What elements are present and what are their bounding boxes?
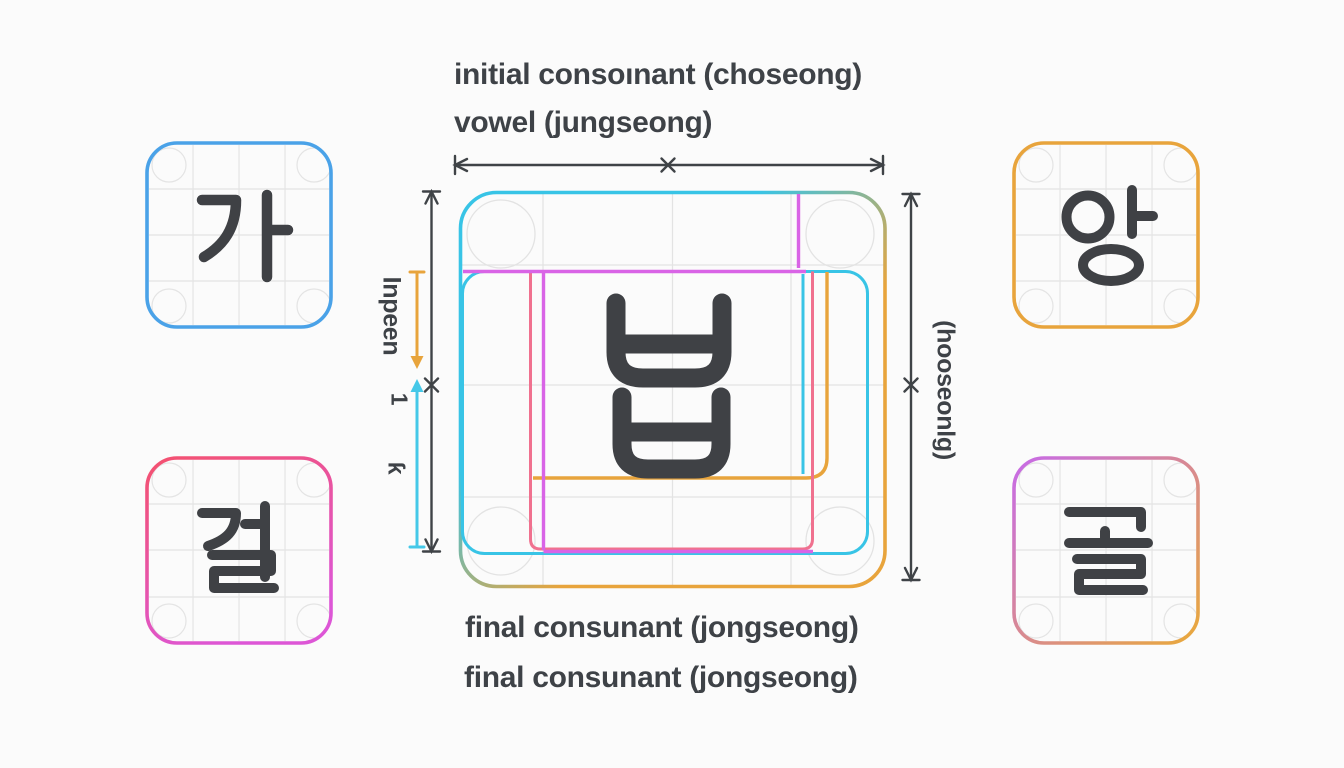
left-tick-label-2: ƙ bbox=[383, 461, 410, 475]
guide-circle bbox=[805, 199, 875, 269]
arrow-cross-mark bbox=[903, 377, 919, 393]
guide-circle bbox=[466, 506, 536, 576]
guide-circle bbox=[805, 506, 875, 576]
example-block-top-right bbox=[1012, 141, 1200, 329]
heading-vowel: vowel (jungseong) bbox=[454, 106, 713, 139]
orange-band-arrow bbox=[408, 270, 426, 369]
left-height-arrow bbox=[421, 188, 442, 555]
outer-frame bbox=[458, 190, 887, 589]
magenta-region bbox=[463, 194, 813, 554]
orange-region bbox=[533, 272, 829, 480]
block-border-blue bbox=[145, 141, 333, 329]
footer-final-consonant-1: final consunant (jongseong) bbox=[465, 611, 859, 644]
hangul-glyph-ang bbox=[1061, 185, 1158, 286]
arrow-cross-mark bbox=[423, 377, 440, 393]
pink-region bbox=[529, 271, 814, 551]
center-frame-grid bbox=[462, 194, 884, 585]
arrow-cross-mark bbox=[660, 157, 676, 173]
jamo-bieup-top bbox=[606, 293, 732, 388]
jamo-bieup-bottom bbox=[612, 387, 731, 479]
block-border-violet-orange bbox=[1012, 456, 1200, 645]
dimension-arrows bbox=[421, 154, 921, 583]
top-width-arrow bbox=[452, 154, 886, 176]
heading-initial-consonant: initial consoınant (choseong) bbox=[454, 58, 862, 91]
center-jamo-glyph bbox=[606, 293, 732, 479]
cyan-region bbox=[461, 270, 869, 555]
hangul-glyph-ga bbox=[196, 189, 294, 283]
footer-final-consonant-2: final consunant (jongseong) bbox=[464, 661, 858, 694]
block-border-orange bbox=[1012, 141, 1200, 329]
left-band-label: Inpeen bbox=[377, 276, 406, 356]
guide-circle bbox=[466, 199, 536, 269]
cyan-band-arrow bbox=[408, 379, 426, 549]
example-block-bottom-right bbox=[1012, 456, 1200, 645]
right-height-arrow bbox=[901, 191, 921, 583]
example-block-top-left bbox=[145, 141, 333, 329]
block-grid bbox=[1016, 460, 1198, 641]
left-tick-label-1: 1 bbox=[386, 392, 413, 406]
block-grid bbox=[149, 145, 331, 325]
right-band-label: (hooseonlg) bbox=[931, 320, 960, 460]
center-frame-outline bbox=[458, 190, 887, 589]
hangul-glyph-gol bbox=[1064, 507, 1153, 595]
sub-dimension-arrows bbox=[408, 270, 426, 549]
example-block-bottom-left bbox=[145, 456, 333, 645]
block-border-pink-magenta bbox=[145, 456, 333, 645]
hangul-glyph-geol bbox=[197, 501, 279, 593]
